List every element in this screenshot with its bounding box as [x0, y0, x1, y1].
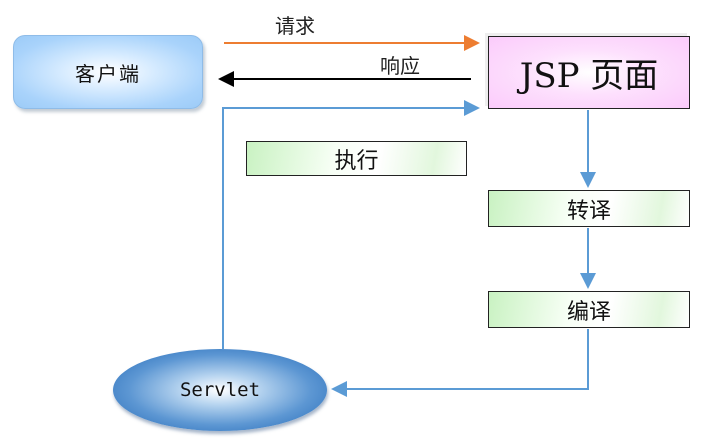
client-label: 客户端	[75, 61, 141, 86]
compile-label: 编译	[566, 299, 611, 325]
translate-label: 转译	[566, 198, 611, 224]
translate-node: 转译	[488, 190, 690, 227]
compile-node: 编译	[488, 291, 690, 328]
execute-label: 执行	[334, 148, 379, 174]
response-label: 响应	[380, 54, 420, 78]
jsp-page-label: JSP 页面	[519, 56, 659, 96]
servlet-to-jsp-arrow	[222, 100, 480, 349]
servlet-label: Servlet	[179, 379, 261, 401]
servlet-node: Servlet	[113, 349, 327, 431]
compile-to-servlet-arrow	[331, 329, 589, 397]
request-label: 请求	[275, 14, 315, 38]
execute-node: 执行	[246, 141, 467, 176]
client-node: 客户端	[13, 35, 203, 109]
jsp-page-node: JSP 页面	[488, 36, 690, 109]
